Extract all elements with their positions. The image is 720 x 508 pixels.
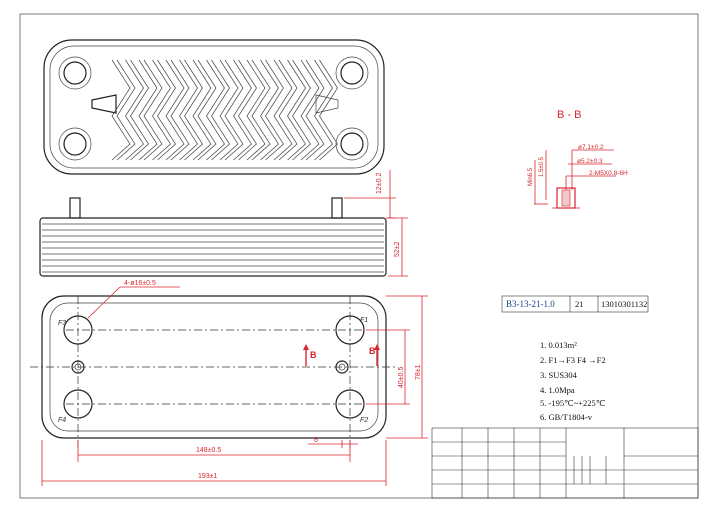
chevron-line <box>165 59 185 161</box>
chevron-line <box>111 59 131 161</box>
port-ring <box>335 56 369 90</box>
chevron-line <box>292 59 311 161</box>
chevron-line <box>130 59 149 161</box>
note-line: 6. GB/T1804-v <box>540 412 593 422</box>
chevron-line <box>314 59 333 161</box>
port-hole-f4 <box>63 389 93 419</box>
port-circle <box>340 132 364 156</box>
chevron-line <box>305 59 325 161</box>
port-ring <box>58 56 92 90</box>
chevron-line <box>233 59 252 161</box>
flow-indicator <box>315 94 339 114</box>
chevron-line <box>152 59 171 161</box>
chevron-line <box>319 59 338 161</box>
port-circle <box>63 132 87 156</box>
chevron-line <box>246 59 266 161</box>
side-body <box>39 217 387 277</box>
section-outer-dia: ø7.1±0.2 <box>578 144 604 151</box>
offset-dim: 6 <box>314 437 318 444</box>
chevron-line <box>184 59 203 161</box>
chevron-line <box>287 59 306 161</box>
note-line: 4. 1.0Mpa <box>540 385 575 395</box>
chevron-line <box>238 59 257 161</box>
stud-hole <box>71 360 85 374</box>
inner-height-dim: 40±0.5 <box>398 367 405 388</box>
chevron-line <box>192 59 212 161</box>
chevron-line <box>116 59 136 161</box>
chevron-line <box>206 59 225 161</box>
side-stud <box>331 197 343 219</box>
section-detail: B - B Min6.5 1.5±0.5 ø7.1±0.2 ø5.2±0.3 2… <box>528 109 628 209</box>
top-plate-outline <box>43 39 385 175</box>
section-mark: B <box>310 350 317 360</box>
chevron-line <box>219 59 239 161</box>
notes: 1. 0.013m² 2. F1→F3 F4 →F2 3. SUS304 4. … <box>540 340 606 422</box>
hole-spacing-dim: 148±0.5 <box>196 447 221 454</box>
part-info-box: B3-13-21-1.0 21 13010301132 <box>501 295 649 313</box>
front-view: F3 F1 F4 F2 4-ø16±0.5 B B 40±0.5 78±1 14… <box>30 280 428 486</box>
port-circle <box>340 61 364 85</box>
port-label: F2 <box>360 417 368 424</box>
chevron-line <box>179 59 198 161</box>
total-width-dim: 193±1 <box>198 473 218 480</box>
part-model: B3-13-21-1.0 <box>506 299 555 309</box>
note-line: 2. F1→F3 F4 →F2 <box>540 355 606 365</box>
port-label: F1 <box>360 317 368 324</box>
title-block <box>431 427 699 499</box>
chevron-line <box>125 59 144 161</box>
hole-dim: 4-ø16±0.5 <box>124 280 156 287</box>
drawing-frame <box>19 13 699 499</box>
port-circle <box>63 61 87 85</box>
note-line: 3. SUS304 <box>540 370 578 380</box>
port-label: F3 <box>58 320 66 327</box>
section-title: B - B <box>557 109 581 121</box>
side-top-dim: 12±0.2 <box>376 173 383 194</box>
section-inner-dia: ø5.2±0.3 <box>577 158 603 165</box>
chevron-line <box>143 59 163 161</box>
chevron-line <box>197 59 217 161</box>
section-mark: B <box>369 346 376 356</box>
flow-indicator <box>91 94 117 114</box>
chevron-line <box>278 59 298 161</box>
part-plates: 21 <box>575 299 584 309</box>
chevron-pattern <box>111 59 338 161</box>
note-line: 1. 0.013m² <box>540 340 577 350</box>
section-depth-dim: 1.5±0.5 <box>539 156 545 177</box>
port-ring <box>58 127 92 161</box>
part-code: 13010301132 <box>601 299 647 309</box>
port-ring <box>335 127 369 161</box>
outer-height-dim: 78±1 <box>415 364 422 380</box>
port-label: F4 <box>58 417 66 424</box>
chevron-line <box>211 59 230 161</box>
side-stud <box>69 197 81 219</box>
top-plate-inner <box>49 45 379 169</box>
chevron-line <box>273 59 293 161</box>
port-hole-f2 <box>335 389 365 419</box>
stud-hole <box>335 360 349 374</box>
chevron-line <box>265 59 284 161</box>
port-hole-f1 <box>335 315 365 345</box>
chevron-line <box>251 59 271 161</box>
chevron-line <box>224 59 244 161</box>
chevron-line <box>157 59 176 161</box>
side-plate-lines <box>42 223 384 273</box>
section-min-dim: Min6.5 <box>528 167 534 186</box>
top-view <box>43 39 385 175</box>
side-height-dim: 52±2 <box>394 241 401 257</box>
chevron-line <box>170 59 190 161</box>
chevron-line <box>138 59 158 161</box>
side-view: 12±0.2 52±2 <box>39 170 408 277</box>
section-thread: 2-M5X0.8-6H <box>589 170 628 177</box>
port-hole-f3 <box>63 315 93 345</box>
note-line: 5. -195℃~+225℃ <box>540 398 606 408</box>
chevron-line <box>260 59 279 161</box>
chevron-line <box>300 59 320 161</box>
